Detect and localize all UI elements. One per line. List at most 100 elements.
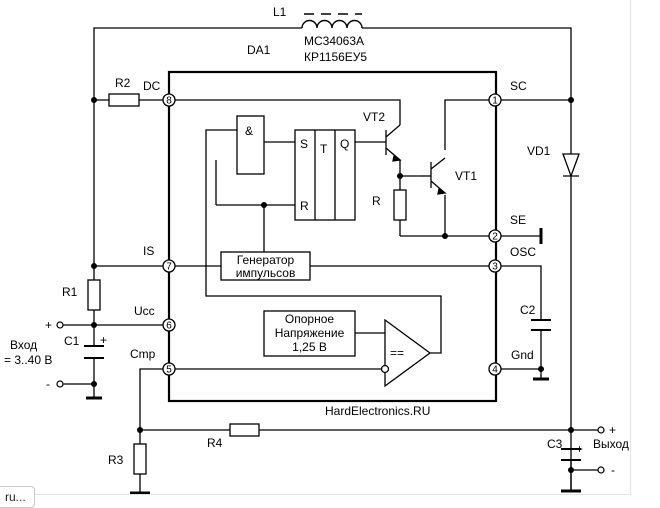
- generator-label-2: импульсов: [236, 266, 296, 280]
- generator-label-1: Генератор: [237, 253, 295, 267]
- terminal-output-plus: [597, 426, 605, 434]
- pin-7-number: 7: [166, 262, 172, 273]
- label-c1-polarity: +: [100, 333, 107, 347]
- trigger-q-label: Q: [340, 137, 349, 151]
- terminal-input-minus: [56, 380, 64, 388]
- label-c1: C1: [64, 334, 80, 348]
- pin-6: [162, 318, 176, 332]
- label-input-minus: -: [46, 377, 50, 391]
- label-r3: R3: [108, 453, 124, 467]
- wire-gen-to-r: [216, 204, 295, 252]
- resistor-r1: [87, 279, 101, 311]
- label-is: IS: [143, 244, 154, 258]
- pin-2: [488, 229, 502, 243]
- vt1-arrow: [437, 187, 447, 195]
- junction: [91, 381, 97, 387]
- vt2-arrow: [392, 154, 402, 162]
- label-da1: DA1: [247, 43, 271, 57]
- label-r2: R2: [115, 76, 131, 90]
- label-cmp: Cmp: [130, 347, 156, 361]
- junction: [442, 233, 448, 239]
- label-input-plus: +: [45, 318, 52, 332]
- label-chip2: КР1156ЕУ5: [304, 50, 367, 64]
- pin-4-number: 4: [492, 365, 498, 376]
- pin-6-number: 6: [166, 321, 172, 332]
- wire-cmp: [139, 368, 571, 492]
- trigger-block: [294, 129, 356, 221]
- reference-block: [263, 310, 356, 357]
- url-tooltip: ru...: [0, 486, 35, 508]
- label-input-title: Вход: [10, 338, 37, 352]
- label-chip1: MC34063A: [304, 34, 364, 48]
- trigger-t-label: T: [320, 142, 328, 156]
- pin-5: [162, 362, 176, 376]
- label-output-plus: +: [609, 423, 616, 437]
- label-gnd: Gnd: [511, 348, 534, 362]
- reference-label-2: Напряжение: [275, 326, 345, 340]
- pin-3-number: 3: [492, 262, 498, 273]
- terminal-output-minus: [597, 466, 605, 474]
- label-vd1: VD1: [527, 144, 551, 158]
- label-r1: R1: [62, 285, 78, 299]
- capacitor-c1: [84, 345, 104, 359]
- junction: [91, 97, 97, 103]
- label-osc: OSC: [510, 245, 536, 259]
- label-c2: C2: [520, 303, 536, 317]
- label-output-title: Выход: [593, 437, 629, 451]
- and-gate: [236, 115, 265, 175]
- label-watermark: HardElectronics.RU: [325, 404, 430, 418]
- label-c3: C3: [547, 437, 563, 451]
- trigger-r-label: R: [300, 199, 309, 213]
- pin-3: [488, 259, 502, 273]
- label-sc: SC: [510, 79, 527, 93]
- label-l1: L1: [273, 5, 287, 19]
- wire-l1-left: [93, 27, 302, 266]
- pin-1-number: 1: [492, 96, 498, 107]
- pin-2-number: 2: [492, 232, 498, 243]
- reference-label-3: 1,25 В: [292, 340, 327, 354]
- label-r: R: [372, 194, 381, 208]
- junction: [137, 427, 143, 433]
- capacitor-c2: [531, 319, 551, 331]
- pin-5-number: 5: [166, 365, 172, 376]
- resistor-r4: [229, 423, 260, 437]
- wire-vt2-emitter: [399, 160, 420, 236]
- junction: [538, 366, 544, 372]
- label-vt1: VT1: [455, 169, 477, 183]
- l1-coil: [301, 19, 363, 29]
- label-ucc: Ucc: [134, 304, 155, 318]
- wire-internal-dc: [174, 99, 401, 125]
- label-output-minus: -: [611, 463, 615, 477]
- label-se: SE: [510, 213, 526, 227]
- resistor-r2: [108, 93, 140, 107]
- junction: [397, 173, 403, 179]
- pin-8-number: 8: [166, 96, 172, 107]
- pin-8: [162, 93, 176, 107]
- pin-4: [488, 362, 502, 376]
- wire-comp-out: [205, 129, 442, 354]
- comparator-label: ==: [390, 346, 404, 360]
- wire-l1-right: [362, 27, 572, 100]
- label-c3-polarity: +: [576, 442, 583, 456]
- comparator-input-dot: [380, 364, 390, 374]
- label-input-range: = 3..40 В: [4, 353, 52, 367]
- comparator: [384, 318, 432, 388]
- pin-7: [162, 259, 176, 273]
- diode-vd1: [562, 153, 580, 178]
- label-r4: R4: [207, 436, 223, 450]
- transistor-vt1: [430, 157, 446, 194]
- generator-block: [220, 251, 311, 281]
- resistor-r: [393, 189, 407, 221]
- wire-internal-sc: [444, 99, 490, 150]
- junction: [91, 263, 97, 269]
- junction: [568, 427, 574, 433]
- junction: [261, 202, 267, 208]
- terminal-input-plus: [56, 321, 64, 329]
- label-dc: DC: [143, 79, 161, 93]
- reference-label-1: Опорное: [285, 312, 334, 326]
- junction: [568, 97, 574, 103]
- label-vt2: VT2: [363, 110, 385, 124]
- junction: [91, 322, 97, 328]
- and-gate-label: &: [245, 124, 253, 138]
